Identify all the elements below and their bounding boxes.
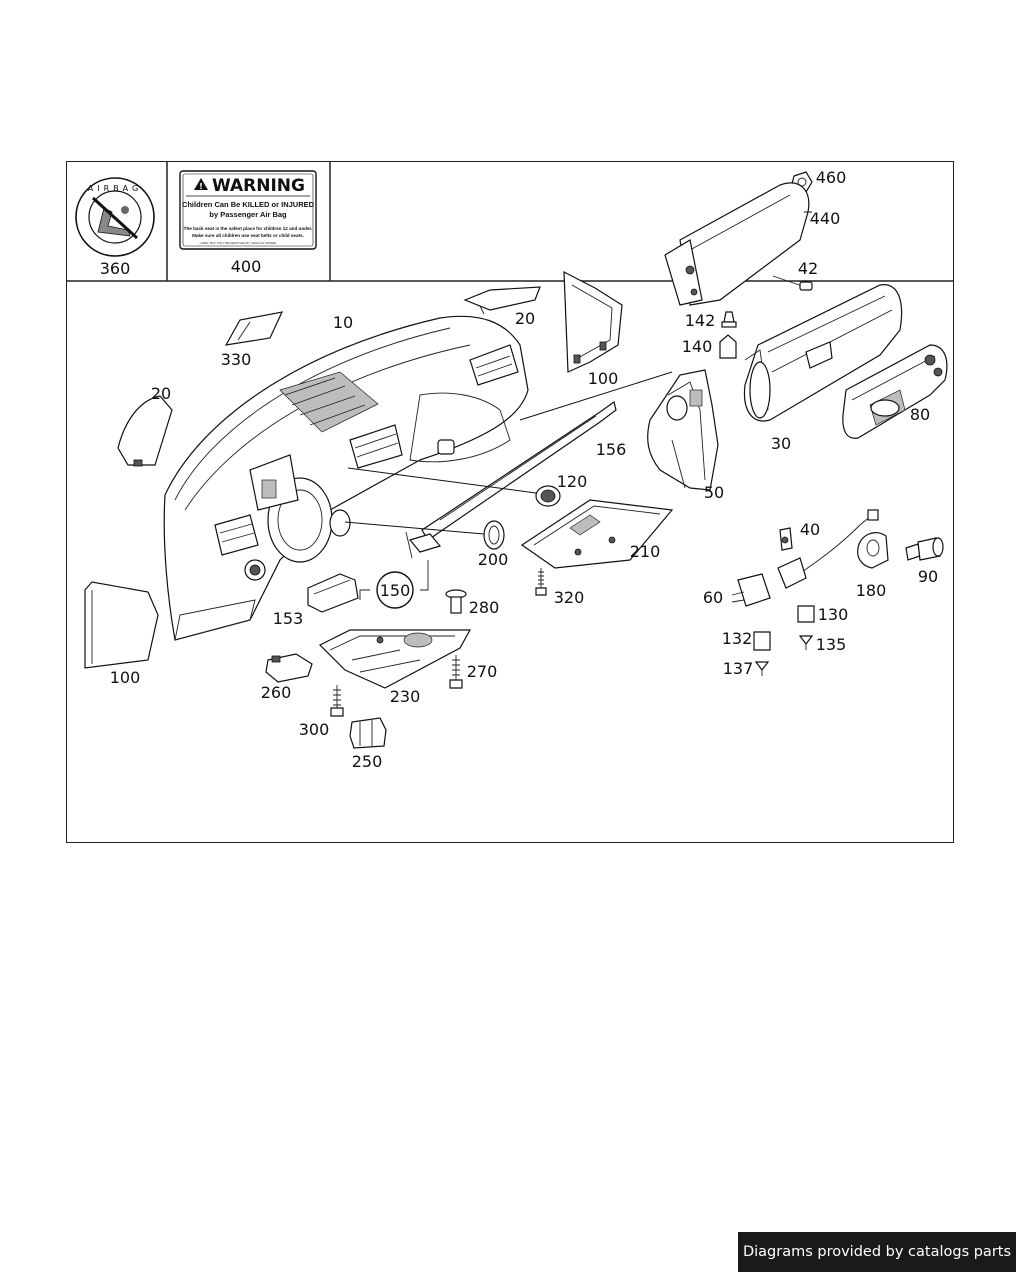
part-150-clip (405, 531, 442, 559)
callout-250: 250 (352, 752, 383, 771)
callout-280: 280 (469, 598, 500, 617)
part-280-screw (445, 589, 467, 614)
callout-135: 135 (816, 635, 847, 654)
part-140 (719, 334, 737, 359)
airbag-seal-icon: AIRBAG (75, 177, 155, 257)
header-panels (66, 161, 954, 282)
callout-labels: 360 400 460 440 42 10 20 330 20 100 142 … (100, 168, 938, 771)
callout-132: 132 (722, 629, 753, 648)
callout-210: 210 (630, 542, 661, 561)
callout-100-right: 100 (588, 369, 619, 388)
leader-100-right (519, 371, 673, 421)
part-320-screw (535, 568, 547, 596)
part-50-knee-airbag (647, 369, 719, 491)
callout-100-left: 100 (110, 668, 141, 687)
callout-20-right: 20 (515, 309, 535, 328)
leader-200 (344, 521, 485, 535)
part-100-left (84, 581, 159, 669)
callout-330: 330 (221, 350, 252, 369)
callout-200: 200 (478, 550, 509, 569)
footer-credit: Diagrams provided by catalogs parts (738, 1232, 1016, 1272)
callout-20-left: 20 (151, 384, 171, 403)
part-100-right (563, 270, 623, 373)
callout-42: 42 (798, 259, 818, 278)
warning-line-5: LABEL MAY ONLY BE REMOVED BY VEHICLE OWN… (200, 241, 277, 245)
part-132 (753, 631, 771, 651)
callout-140: 140 (682, 337, 713, 356)
callout-40: 40 (800, 520, 820, 539)
callout-142: 142 (685, 311, 716, 330)
callout-270: 270 (467, 662, 498, 681)
part-80-lid (842, 344, 948, 439)
part-42-key (772, 275, 813, 291)
airbag-seal-text: AIRBAG (88, 184, 142, 193)
part-200-ring (483, 520, 505, 550)
part-330 (224, 311, 284, 346)
part-250 (349, 717, 387, 749)
part-137 (754, 661, 770, 676)
svg-text:!: ! (199, 182, 203, 191)
dashboard-part-10 (163, 315, 529, 641)
part-210-tray (520, 499, 674, 569)
warning-line-1: Children Can Be KILLED or INJURED (182, 200, 315, 209)
callout-120: 120 (557, 472, 588, 491)
warning-line-4: Make sure all children use seat belts or… (192, 233, 304, 238)
callout-180: 180 (856, 581, 887, 600)
leader-120 (347, 467, 537, 494)
warning-label: ! WARNING Children Can Be KILLED or INJU… (179, 170, 317, 250)
warning-title: WARNING (212, 176, 305, 196)
part-120-speaker (535, 485, 561, 507)
warning-line-3: The back seat is the safest place for ch… (184, 226, 313, 231)
part-230-bracket (318, 629, 472, 689)
part-20-left (117, 395, 173, 467)
callout-150: 150 (380, 581, 411, 600)
callout-156: 156 (596, 440, 627, 459)
callout-400: 400 (231, 257, 262, 276)
part-130 (797, 605, 815, 623)
part-270-screw (449, 655, 463, 689)
callout-320: 320 (554, 588, 585, 607)
part-40-sensor (777, 509, 879, 589)
part-150-callout-circle (359, 560, 429, 609)
part-90-lock (905, 537, 944, 561)
part-30-glovebox (743, 284, 903, 422)
warning-line-2: by Passenger Air Bag (209, 210, 287, 219)
part-60-switch (731, 573, 771, 607)
callout-60: 60 (703, 588, 723, 607)
callout-130: 130 (818, 605, 849, 624)
callout-80: 80 (910, 405, 930, 424)
warning-triangle-icon (194, 178, 208, 190)
diagram-frame (66, 161, 954, 843)
part-142 (721, 311, 737, 328)
part-180-cover (857, 532, 889, 569)
part-440-airbag (664, 182, 812, 306)
part-153 (307, 573, 359, 613)
part-260 (265, 653, 313, 683)
part-20-right (463, 286, 541, 315)
callout-260: 260 (261, 683, 292, 702)
part-300-screw (330, 685, 344, 717)
callout-230: 230 (390, 687, 421, 706)
callout-440: 440 (810, 209, 841, 228)
callout-360: 360 (100, 259, 131, 278)
callout-90: 90 (918, 567, 938, 586)
callout-50: 50 (704, 483, 724, 502)
callout-460: 460 (816, 168, 847, 187)
callout-10: 10 (333, 313, 353, 332)
callout-30: 30 (771, 434, 791, 453)
part-135 (798, 635, 814, 650)
callout-153: 153 (273, 609, 304, 628)
callout-300: 300 (299, 720, 330, 739)
callout-137: 137 (723, 659, 754, 678)
